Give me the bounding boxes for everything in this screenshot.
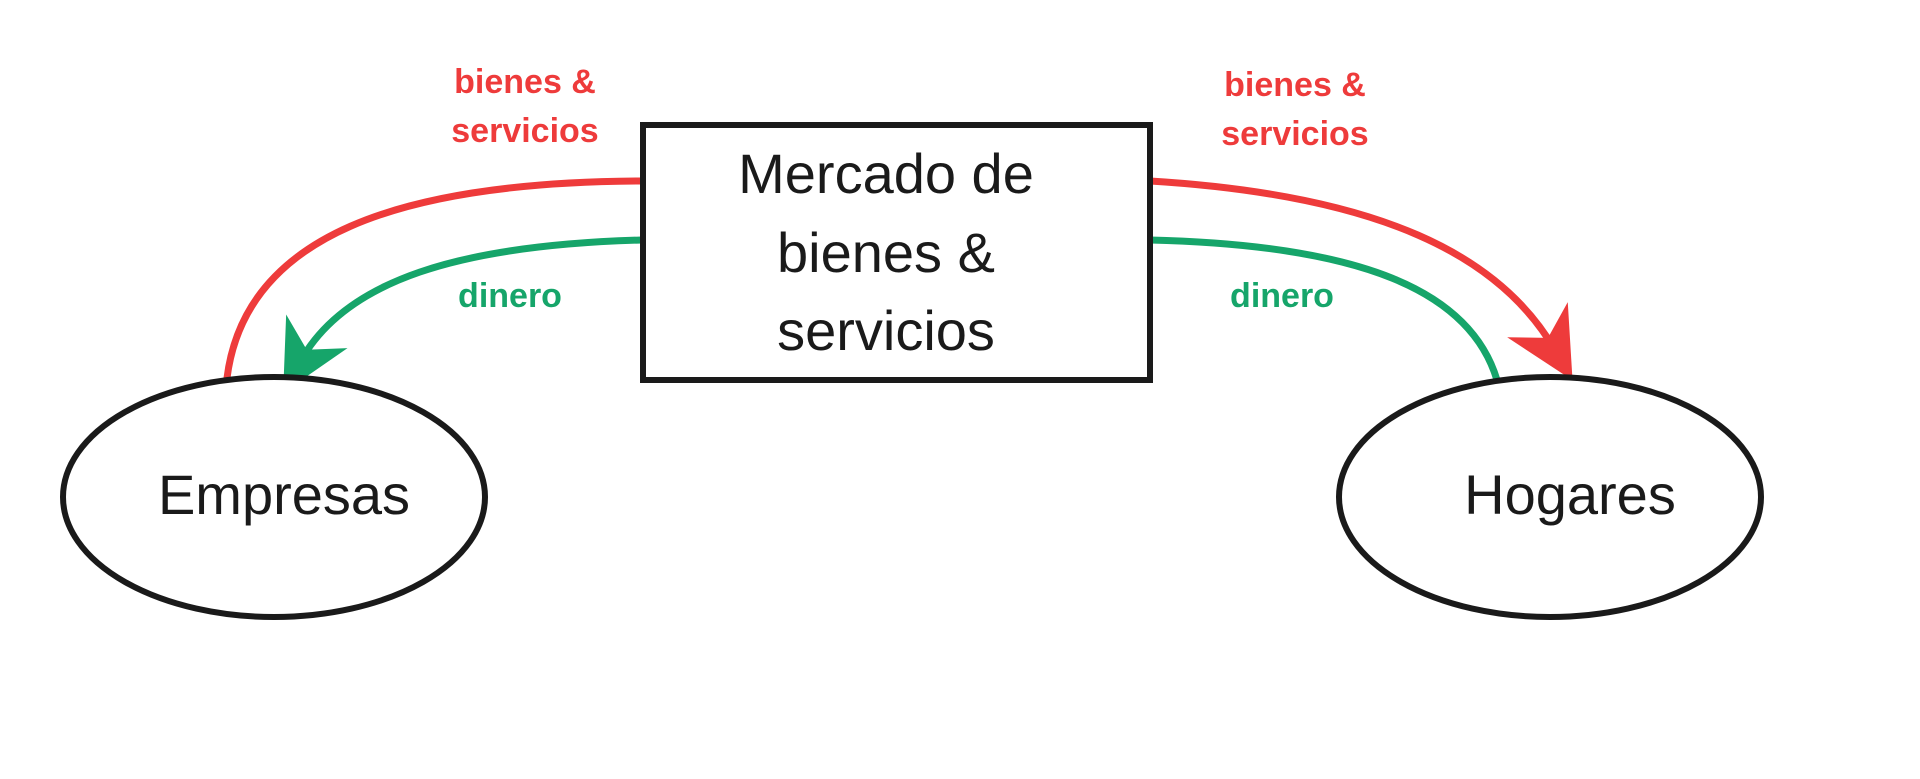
market-title-line-3: servicios: [777, 299, 995, 362]
goods-label-left-line-2: servicios: [451, 112, 598, 150]
empresas-label: Empresas: [158, 463, 410, 526]
market-title-line-1: Mercado de: [738, 142, 1034, 205]
goods-label-right-line-2: servicios: [1221, 115, 1368, 153]
goods-flow-from-empresas-line: [223, 177, 646, 382]
goods-label-left-line-1: bienes &: [454, 63, 596, 101]
money-flow-to-empresas-arrow: [283, 236, 646, 393]
money-label-right: dinero: [1230, 277, 1334, 315]
goods-label-right-line-1: bienes &: [1224, 66, 1366, 104]
market-title-line-2: bienes &: [777, 221, 995, 284]
hogares-node: [1336, 374, 1764, 620]
money-label-left: dinero: [458, 277, 562, 315]
empresas-node: [60, 374, 488, 620]
money-flow-from-hogares-line: [1146, 236, 1501, 384]
hogares-label: Hogares: [1464, 463, 1676, 526]
market-box: [640, 122, 1153, 383]
goods-flow-to-hogares-arrow: [1146, 177, 1573, 381]
